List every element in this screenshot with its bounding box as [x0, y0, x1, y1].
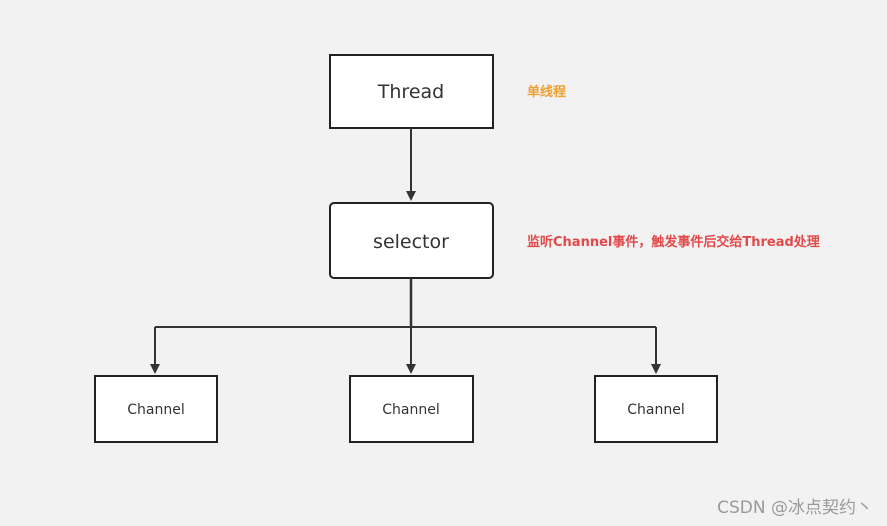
channel-node-3-label: Channel [627, 402, 684, 418]
thread-node-box [329, 54, 494, 129]
watermark: CSDN @冰点契约丶 [717, 498, 873, 518]
selector-node-label: selector [373, 231, 449, 253]
selector-annotation: 监听Channel事件，触发事件后交给Thread处理 [527, 234, 820, 250]
channel-node-1-box [94, 375, 218, 443]
channel-node-1-label: Channel [127, 402, 184, 418]
channel-node-3-box [594, 375, 718, 443]
channel-node-3: Channel [594, 375, 718, 443]
thread-node: Thread [329, 54, 494, 129]
channel-node-2-box [349, 375, 474, 443]
thread-node-label: Thread [377, 81, 444, 103]
channel-node-1: Channel [94, 375, 218, 443]
thread-annotation: 单线程 [527, 84, 566, 100]
channel-node-2: Channel [349, 375, 474, 443]
channel-node-2-label: Channel [382, 402, 439, 418]
selector-node: selector [329, 202, 494, 279]
